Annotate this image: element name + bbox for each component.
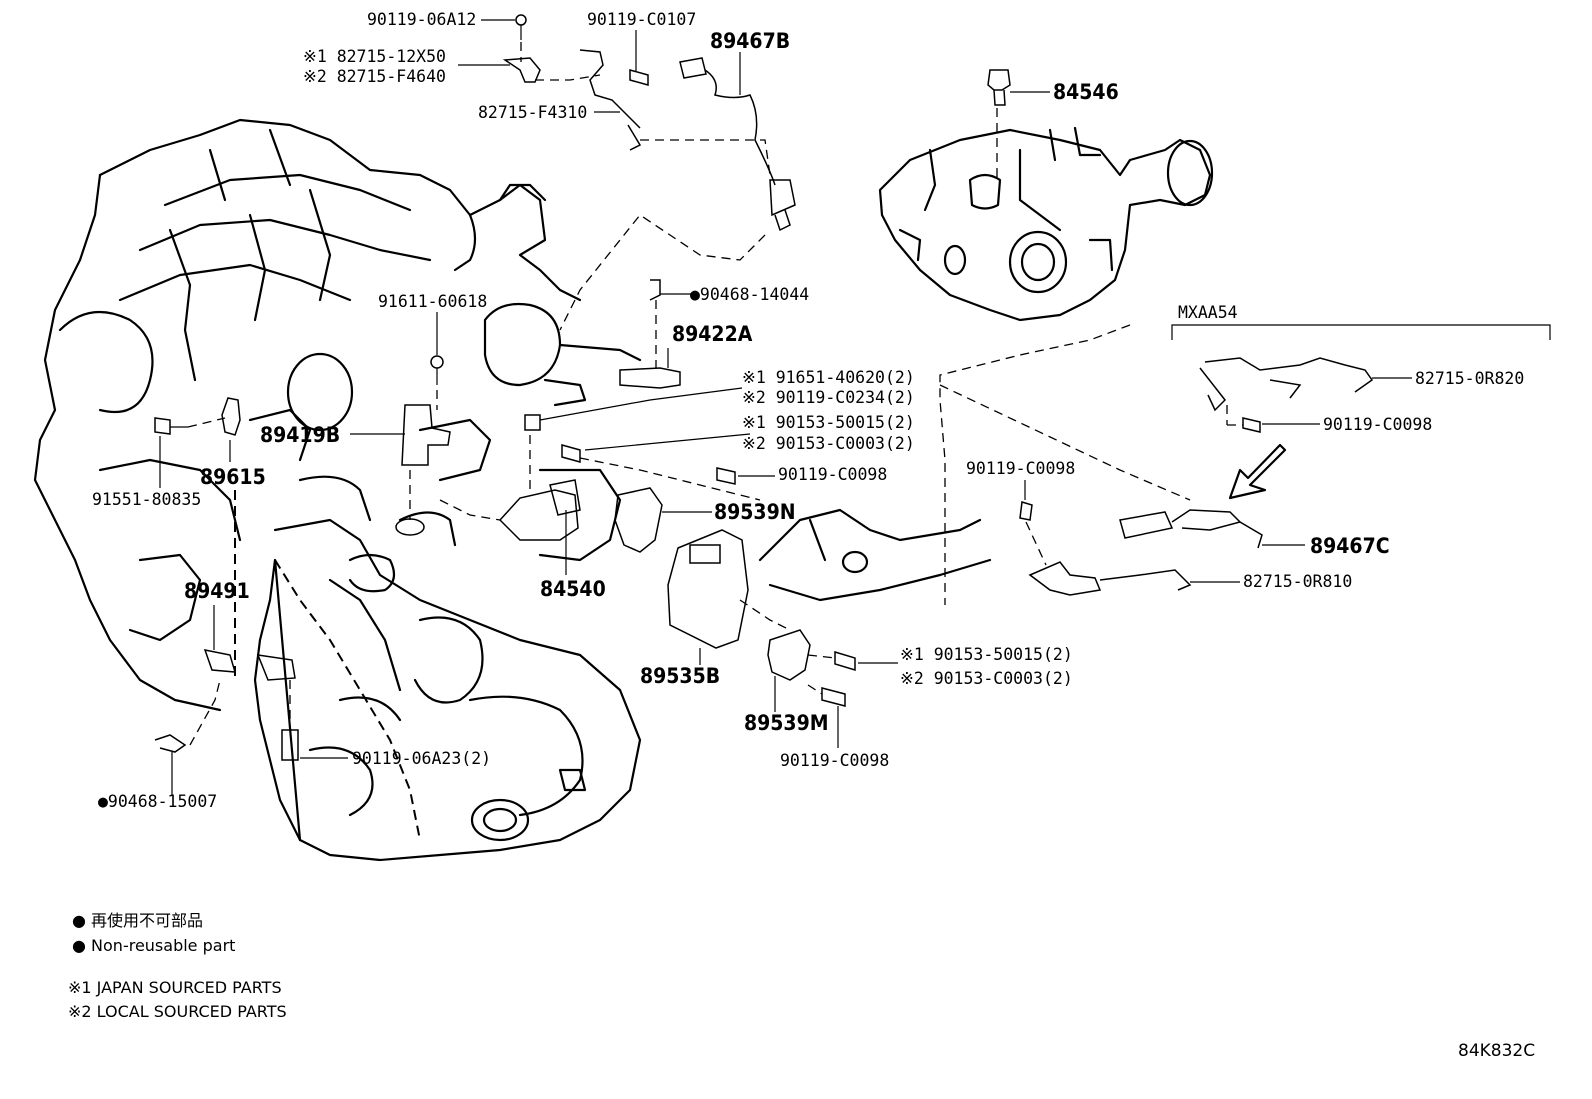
label-91611-60618: 91611-60618 bbox=[378, 292, 487, 311]
label-90468-14044: ●90468-14044 bbox=[690, 285, 809, 304]
label-82715-F4640: ※2 82715-F4640 bbox=[303, 67, 446, 86]
label-90153-50015-upper: ※1 90153-50015(2) bbox=[742, 413, 915, 432]
label-90119-06A12: 90119-06A12 bbox=[367, 10, 476, 29]
label-91651-40620: ※1 91651-40620(2) bbox=[742, 368, 915, 387]
label-90119-C0098-middle: 90119-C0098 bbox=[778, 465, 887, 484]
label-90119-C0098-right: 90119-C0098 bbox=[966, 459, 1075, 478]
label-89615: 89615 bbox=[200, 465, 266, 489]
label-90119-C0098-mxaa54: 90119-C0098 bbox=[1323, 415, 1432, 434]
label-82715-F4310: 82715-F4310 bbox=[478, 103, 587, 122]
label-89422A: 89422A bbox=[672, 322, 753, 346]
label-mxaa54: MXAA54 bbox=[1178, 303, 1238, 322]
label-89491: 89491 bbox=[184, 579, 250, 603]
label-84546: 84546 bbox=[1053, 80, 1119, 104]
part-illustrations bbox=[154, 14, 1374, 761]
label-90153-50015-lower: ※1 90153-50015(2) bbox=[900, 645, 1073, 664]
transfer-case-illustration bbox=[878, 126, 1214, 322]
reference-code: 84K832C bbox=[1458, 1041, 1535, 1061]
label-90153-C0003-upper: ※2 90153-C0003(2) bbox=[742, 434, 915, 453]
label-89539N: 89539N bbox=[714, 500, 796, 524]
label-89535B: 89535B bbox=[640, 664, 720, 688]
label-90153-C0003-lower: ※2 90153-C0003(2) bbox=[900, 669, 1073, 688]
label-82715-0R820: 82715-0R820 bbox=[1415, 369, 1524, 388]
label-90119-C0107: 90119-C0107 bbox=[587, 10, 696, 29]
label-91551-80835: 91551-80835 bbox=[92, 490, 201, 509]
label-89467C: 89467C bbox=[1310, 534, 1390, 558]
label-84540: 84540 bbox=[540, 577, 606, 601]
label-89539M: 89539M bbox=[744, 711, 829, 735]
label-89419B: 89419B bbox=[260, 423, 340, 447]
label-82715-0R810: 82715-0R810 bbox=[1243, 572, 1352, 591]
engine-transaxle-illustration bbox=[33, 118, 992, 862]
legend-japan-sourced: ※1 JAPAN SOURCED PARTS bbox=[68, 978, 282, 997]
leader-lines bbox=[159, 19, 1551, 795]
label-82715-12X50: ※1 82715-12X50 bbox=[303, 47, 446, 66]
legend-non-reusable-en: ● Non-reusable part bbox=[72, 936, 235, 955]
label-90119-C0098-lower: 90119-C0098 bbox=[780, 751, 889, 770]
label-90119-06A23: 90119-06A23(2) bbox=[352, 749, 491, 768]
legend-non-reusable-jp: ● 再使用不可部品 bbox=[72, 911, 203, 930]
legend-local-sourced: ※2 LOCAL SOURCED PARTS bbox=[68, 1002, 287, 1021]
label-90119-C0234: ※2 90119-C0234(2) bbox=[742, 388, 915, 407]
label-90468-15007: ●90468-15007 bbox=[98, 792, 217, 811]
label-89467B: 89467B bbox=[710, 29, 790, 53]
legend: ● 再使用不可部品 ● Non-reusable part ※1 JAPAN S… bbox=[68, 911, 287, 1021]
part-labels: 90119-06A12 90119-C0107 89467B ※1 82715-… bbox=[92, 10, 1524, 811]
